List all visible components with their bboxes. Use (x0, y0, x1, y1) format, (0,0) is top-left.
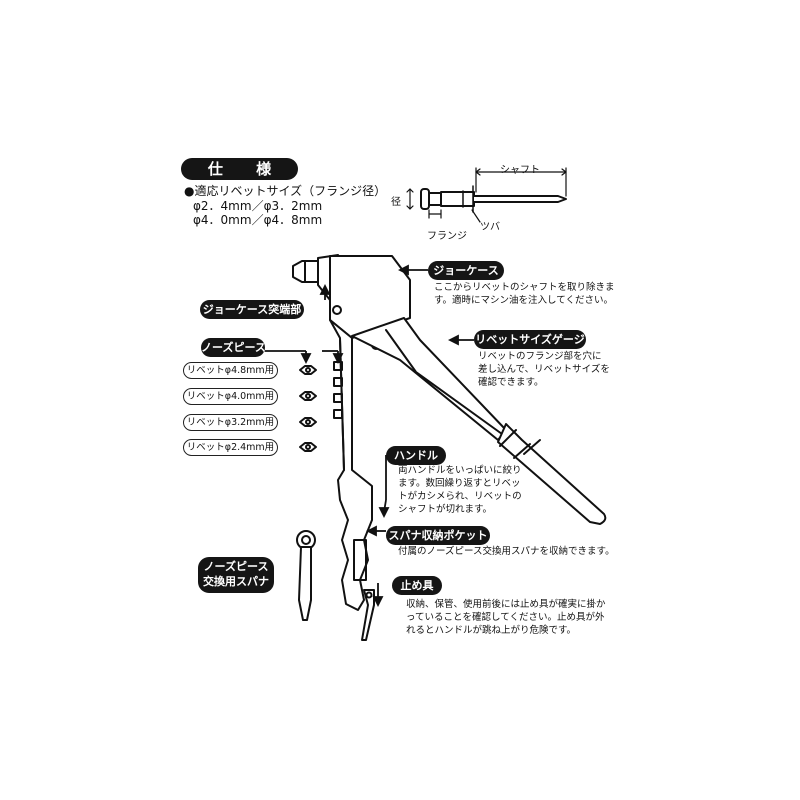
nose-piece-label: ノーズピース (201, 338, 266, 357)
rivet-size-tag: リベットφ3.2mm用 (183, 414, 278, 431)
stopper-label: 止め具 (392, 576, 442, 595)
spec-size-line-2: φ4．0mm／φ4．8mm (193, 213, 323, 227)
rivet-collar-label: ツバ (480, 222, 500, 233)
stopper-desc: 収納、保管、使用前後には止め具が確実に掛かっていることを確認してください。止め具… (406, 599, 606, 636)
nose-piece-icons (299, 365, 317, 452)
jaw-case-label: ジョーケース (428, 261, 504, 280)
spanner-pocket-label: スパナ収納ポケット (386, 526, 490, 545)
rivet-gauge-label: リベットサイズゲージ (474, 330, 586, 349)
rivet-diagram (420, 185, 567, 213)
rivet-diameter-label: 径 (391, 197, 401, 208)
spec-size-line-1: φ2．4mm／φ3．2mm (193, 199, 323, 213)
rivet-shaft-label: シャフト (500, 165, 540, 176)
spec-rivet-size-label: ●適応リベットサイズ（フランジ径） (184, 184, 387, 198)
rivet-size-tag: リベットφ4.0mm用 (183, 388, 278, 405)
rivet-size-tag: リベットφ4.8mm用 (183, 362, 278, 379)
spanner-pocket-desc: 付属のノーズピース交換用スパナを収納できます。 (398, 546, 615, 557)
spec-title: 仕 様 (181, 158, 298, 180)
rivet-flange-label: フランジ (427, 231, 467, 242)
jaw-case-desc: ここからリベットのシャフトを取り除きます。適時にマシン油を注入してください。 (434, 282, 615, 306)
handle-label: ハンドル (386, 446, 446, 465)
handle-desc: 両ハンドルをいっぱいに絞ります。数回繰り返すとリベットがカシメられ、リベットのシ… (398, 465, 522, 515)
spanner-label: ノーズピース 交換用スパナ (198, 557, 274, 593)
rivet-gauge-desc: リベットのフランジ部を穴に差し込んで、リベットサイズを確認できます。 (478, 351, 610, 388)
jaw-case-tip-label: ジョーケース突端部 (200, 300, 304, 319)
rivet-size-tag: リベットφ2.4mm用 (183, 439, 278, 456)
